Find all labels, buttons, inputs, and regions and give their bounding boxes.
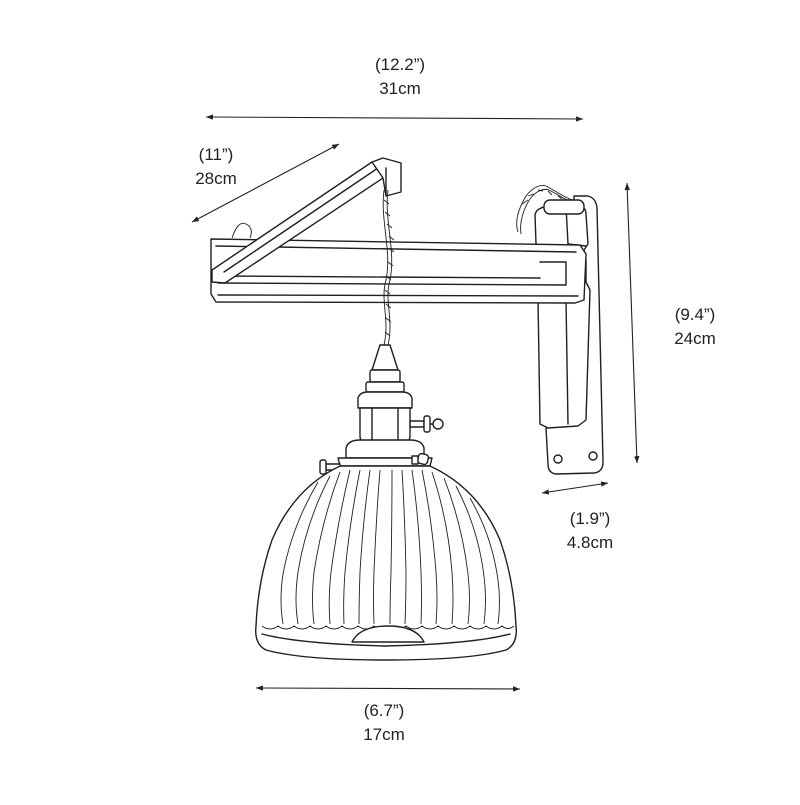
wall-lamp-illustration: [210, 157, 604, 661]
shade-screw-left-icon: [319, 459, 341, 475]
twisted-pendant-cord: [382, 189, 395, 346]
shade-screw-right-icon: [411, 452, 430, 466]
backplate-width-cm: 4.8cm: [567, 533, 613, 552]
screw-hole-left: [553, 454, 563, 464]
horizontal-arm: [210, 238, 587, 304]
arm-length-inches: (11”): [199, 145, 234, 164]
lamp-socket: [319, 344, 444, 475]
dimension-shade-diameter: (6.7”) 17cm: [255, 685, 521, 744]
dimension-height: (9.4”) 24cm: [624, 182, 716, 464]
shade-diameter-cm: 17cm: [363, 725, 405, 744]
dimension-overall-width: (12.2”) 31cm: [205, 55, 584, 122]
dimension-backplate-width: (1.9”) 4.8cm: [541, 481, 613, 552]
height-cm: 24cm: [674, 329, 716, 348]
overall-width-cm: 31cm: [379, 79, 421, 98]
socket-switch-knob-icon: [409, 415, 444, 433]
shade-diameter-inches: (6.7”): [364, 701, 405, 720]
height-inches: (9.4”): [675, 305, 716, 324]
bulb: [351, 625, 425, 643]
ribbed-glass-shade: [255, 465, 517, 661]
backplate-width-inches: (1.9”): [570, 509, 611, 528]
screw-hole-right: [588, 451, 598, 461]
wall-backplate: [534, 195, 604, 475]
overall-width-inches: (12.2”): [375, 55, 425, 74]
arm-length-cm: 28cm: [195, 169, 237, 188]
dimension-arm-length: (11”) 28cm: [191, 143, 340, 223]
diagonal-brace: [211, 157, 402, 284]
